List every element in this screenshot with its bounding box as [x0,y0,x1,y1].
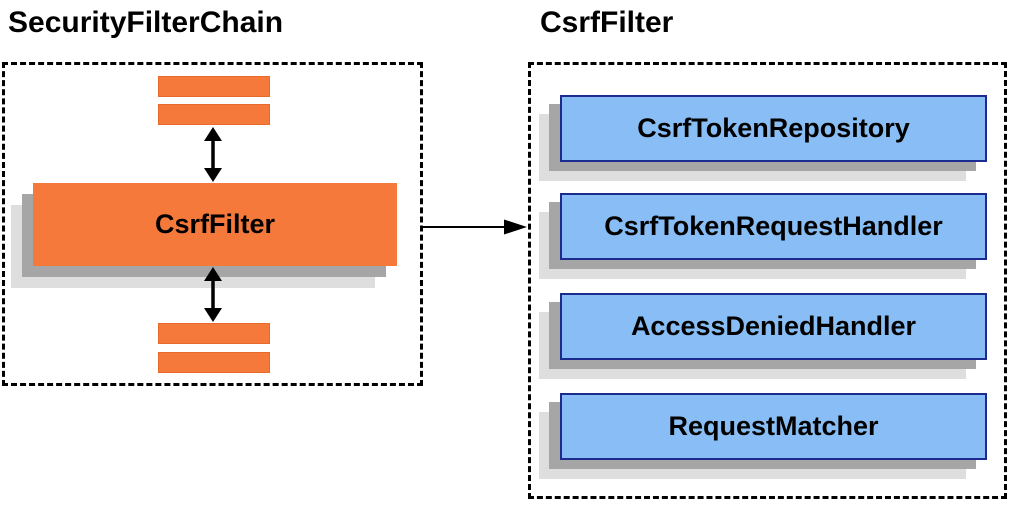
component-box-request-matcher: RequestMatcher [560,393,987,460]
flow-arrow-right [423,219,527,235]
filter-placeholder-bar [158,104,270,125]
arrowhead-right-icon [504,219,527,235]
component-box-csrf-token-request-handler: CsrfTokenRequestHandler [560,193,987,260]
security-filter-chain-title: SecurityFilterChain [8,6,284,39]
component-box-access-denied-handler: AccessDeniedHandler [560,293,987,360]
filter-placeholder-bar [158,76,270,97]
csrf-filter-components-panel [528,62,1007,499]
filter-placeholder-bar [158,352,270,373]
csrf-filter-panel-title: CsrfFilter [540,6,674,39]
component-box-csrf-token-repository: CsrfTokenRepository [560,95,987,162]
security-filter-chain-panel [2,62,423,386]
filter-placeholder-bar [158,323,270,344]
csrf-filter-box: CsrfFilter [33,183,397,266]
